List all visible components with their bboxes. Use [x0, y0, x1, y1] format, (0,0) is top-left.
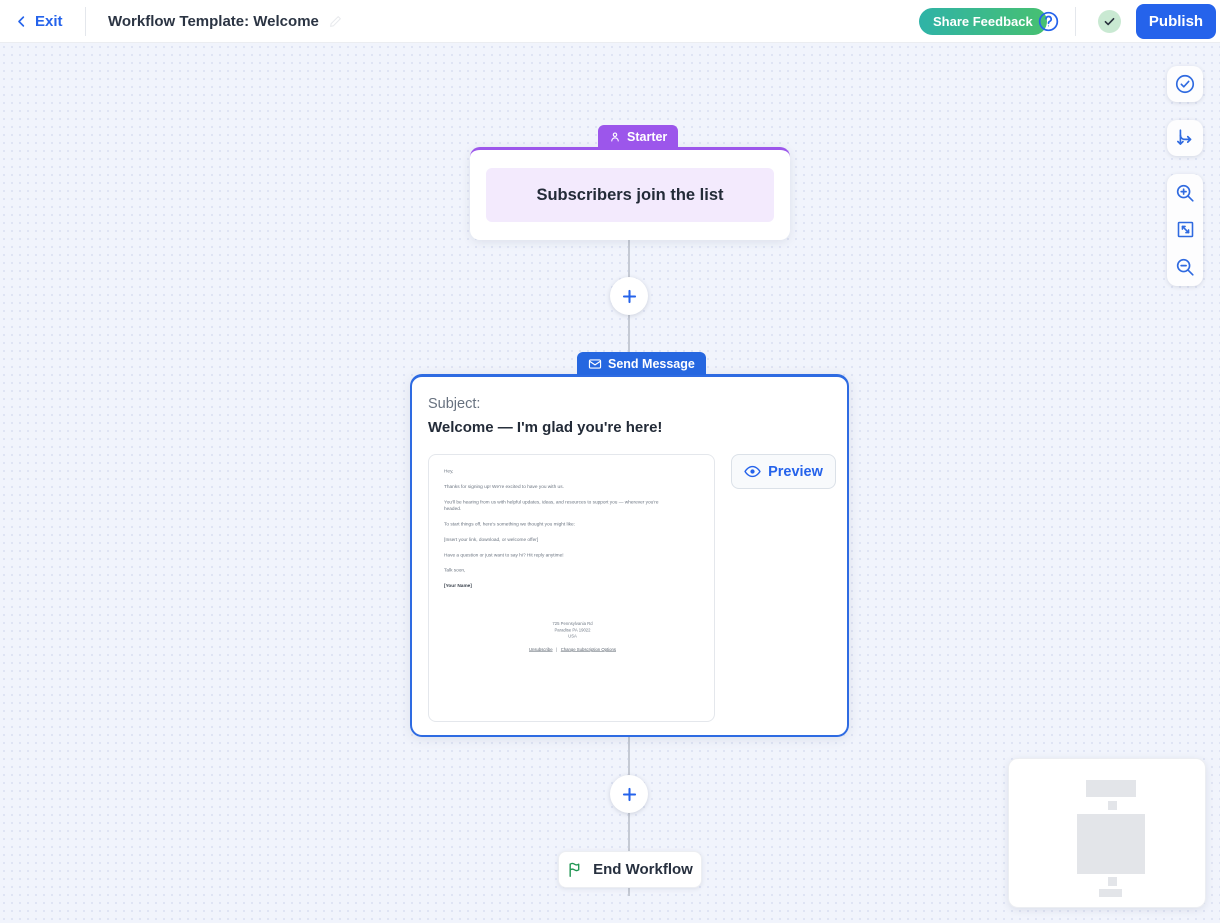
- zoom-out-icon: [1174, 256, 1196, 278]
- edit-title-icon[interactable]: [329, 15, 342, 28]
- workflow-title: Workflow Template: Welcome: [108, 0, 342, 43]
- flag-icon: [567, 861, 584, 878]
- connector-line: [628, 239, 630, 421]
- change-subscription-link[interactable]: Change Subscription Options: [560, 647, 617, 653]
- workflow-title-text: Workflow Template: Welcome: [108, 13, 319, 30]
- email-line: Talk soon,: [444, 567, 466, 574]
- exit-label: Exit: [35, 13, 63, 30]
- check-circle-icon: [1174, 73, 1196, 95]
- address-line: Paradise PA 19022: [554, 627, 591, 633]
- workflow-canvas[interactable]: Starter Subscribers join the list Send M…: [0, 43, 1220, 923]
- starter-badge: Starter: [598, 125, 679, 148]
- email-footer-address: 725 Pennsylvania Rd Paradise PA 19022 US…: [444, 620, 701, 653]
- plus-icon: [620, 287, 639, 306]
- chevron-left-icon: [14, 14, 29, 29]
- person-icon: [609, 131, 621, 143]
- email-signature: [Your Name]: [444, 583, 472, 589]
- publish-button[interactable]: Publish: [1136, 4, 1216, 39]
- email-line: Thanks for signing up! We're excited to …: [444, 483, 564, 490]
- send-message-badge: Send Message: [577, 352, 706, 375]
- branch-arrows-icon: [1174, 127, 1196, 149]
- email-footer-links: Unsubscribe|Change Subscription Options: [444, 647, 701, 653]
- zoom-in-icon: [1174, 182, 1196, 204]
- address-line: 725 Pennsylvania Rd: [552, 620, 593, 626]
- auto-layout-button[interactable]: [1167, 120, 1203, 156]
- subject-value: Welcome — I'm glad you're here!: [428, 419, 663, 436]
- check-icon: [1103, 15, 1116, 28]
- zoom-out-button[interactable]: [1167, 249, 1203, 285]
- unsubscribe-link[interactable]: Unsubscribe: [528, 647, 553, 653]
- topbar-divider: [1075, 7, 1076, 36]
- email-line: You'll be hearing from us with helpful u…: [444, 499, 659, 512]
- share-feedback-label: Share Feedback: [933, 14, 1033, 29]
- add-step-button[interactable]: [610, 277, 648, 315]
- email-line: Hey,: [444, 468, 454, 475]
- zoom-in-button[interactable]: [1167, 175, 1203, 211]
- email-line: [Insert your link, download, or welcome …: [444, 536, 539, 543]
- help-button[interactable]: [1035, 8, 1062, 35]
- minimap-plus-node: [1108, 877, 1117, 886]
- eye-icon: [744, 463, 761, 480]
- fit-view-button[interactable]: [1167, 212, 1203, 248]
- trigger-box[interactable]: Subscribers join the list: [486, 168, 774, 222]
- validate-workflow-button[interactable]: [1167, 66, 1203, 102]
- subject-label: Subject:: [428, 396, 481, 412]
- publish-label: Publish: [1148, 13, 1204, 30]
- email-preview-thumbnail[interactable]: Hey, Thanks for signing up! We're excite…: [428, 454, 715, 722]
- email-line: Have a question or just want to say hi? …: [444, 552, 564, 558]
- plus-icon: [620, 785, 639, 804]
- share-feedback-button[interactable]: Share Feedback: [919, 8, 1047, 35]
- topbar-divider: [85, 7, 86, 36]
- trigger-label: Subscribers join the list: [536, 185, 724, 204]
- minimap[interactable]: [1008, 758, 1206, 908]
- minimap-end-node: [1099, 889, 1122, 897]
- minimap-plus-node: [1108, 801, 1117, 810]
- add-step-button[interactable]: [610, 775, 648, 813]
- end-workflow-node[interactable]: End Workflow: [558, 851, 702, 888]
- preview-button[interactable]: Preview: [731, 454, 836, 489]
- fit-view-icon: [1175, 219, 1196, 240]
- email-line: To start things off, here's something we…: [444, 521, 575, 528]
- starter-badge-label: Starter: [627, 129, 668, 144]
- preview-label: Preview: [768, 463, 823, 480]
- connector-line: [628, 736, 630, 896]
- question-circle-icon: [1037, 10, 1060, 33]
- end-workflow-label: End Workflow: [593, 861, 693, 878]
- envelope-icon: [588, 357, 602, 371]
- saved-status-badge: [1098, 10, 1121, 33]
- link-separator: |: [556, 647, 558, 653]
- send-message-node[interactable]: Subject: Welcome — I'm glad you're here!…: [410, 374, 849, 737]
- address-line: USA: [568, 633, 577, 639]
- topbar: Exit Workflow Template: Welcome Share Fe…: [0, 0, 1220, 43]
- minimap-send-message-node: [1077, 814, 1145, 874]
- exit-button[interactable]: Exit: [14, 0, 63, 43]
- send-message-badge-label: Send Message: [608, 356, 695, 371]
- zoom-controls: [1167, 174, 1203, 286]
- minimap-starter-node: [1086, 780, 1136, 797]
- starter-node[interactable]: Subscribers join the list: [470, 147, 790, 240]
- email-preview-content: Hey, Thanks for signing up! We're excite…: [429, 455, 714, 721]
